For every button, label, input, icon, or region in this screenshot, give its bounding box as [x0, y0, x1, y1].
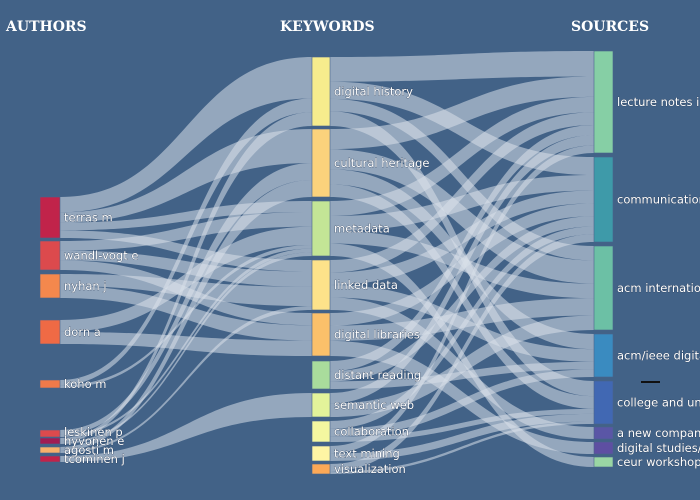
node-label-agosti: agosti m	[64, 443, 114, 457]
node-label-hyvonen: hyvonen e	[64, 434, 124, 448]
node-label-dorn: dorn a	[64, 325, 101, 339]
link-libraries-to-digstud[interactable]	[330, 340, 594, 454]
link-heritage-to-lecture[interactable]	[330, 76, 594, 150]
node-label-semantic: semantic web	[334, 398, 414, 412]
link-agosti-to-linked[interactable]	[60, 306, 312, 453]
node-newcomp[interactable]	[593, 426, 614, 440]
link-nyhan-to-libraries[interactable]	[60, 286, 312, 341]
node-label-nyhan: nyhan j	[64, 279, 107, 293]
link-distant-to-lecture[interactable]	[330, 124, 594, 372]
link-linked-to-comm[interactable]	[330, 190, 594, 285]
keywords-header: KEYWORDS	[280, 19, 375, 35]
link-collab-to-acmieee[interactable]	[330, 369, 594, 437]
link-hyvonen-to-history[interactable]	[60, 112, 312, 442]
link-semantic-to-acmint[interactable]	[330, 315, 594, 417]
link-textmining-to-college[interactable]	[330, 413, 594, 461]
link-collab-to-college[interactable]	[330, 408, 594, 442]
node-metadata[interactable]	[311, 200, 331, 257]
node-label-koho: koho m	[64, 377, 106, 391]
node-koho[interactable]	[39, 379, 61, 389]
node-label-newcomp: a new compan	[617, 426, 700, 440]
node-wandl[interactable]	[39, 240, 61, 271]
node-libraries[interactable]	[311, 312, 331, 357]
node-history[interactable]	[311, 56, 331, 127]
nodes-layer	[39, 50, 614, 475]
node-leskinen[interactable]	[39, 429, 61, 438]
link-linked-to-lecture[interactable]	[330, 112, 594, 273]
authors-header: AUTHORS	[5, 19, 87, 35]
sources-header: SOURCES	[571, 19, 649, 35]
node-lecture[interactable]	[593, 50, 614, 154]
link-viz-to-comm[interactable]	[330, 234, 594, 472]
node-acmieee[interactable]	[593, 333, 614, 378]
labels-layer: terras m wandl-vogt e nyhan j dorn a koho m l…	[64, 84, 700, 476]
link-terras-to-history[interactable]	[60, 57, 312, 213]
node-ceur[interactable]	[593, 456, 614, 468]
node-label-college: college and un	[617, 396, 700, 410]
link-nyhan-to-linked[interactable]	[60, 274, 312, 307]
node-digstud[interactable]	[593, 441, 614, 455]
node-label-textmining: text mining	[334, 447, 400, 461]
node-dorn[interactable]	[39, 319, 61, 345]
node-label-comm: communication	[617, 193, 700, 207]
node-heritage[interactable]	[311, 128, 331, 198]
node-label-tcominen: tcominen j	[64, 452, 125, 466]
link-koho-to-history[interactable]	[60, 98, 312, 386]
node-label-digstud: digital studies/	[617, 441, 700, 455]
link-agosti-to-heritage[interactable]	[60, 180, 312, 451]
node-college[interactable]	[593, 380, 614, 425]
link-history-to-lecture[interactable]	[330, 51, 594, 82]
node-label-collab: collaboration	[334, 425, 409, 439]
node-label-metadata: metadata	[334, 222, 390, 236]
node-hyvonen[interactable]	[39, 437, 61, 445]
link-textmining-to-lecture[interactable]	[330, 145, 594, 454]
node-label-acmieee: acm/ieee digita	[617, 349, 700, 363]
node-label-distant: distant reading	[334, 368, 421, 382]
node-comm[interactable]	[593, 156, 614, 243]
node-collab[interactable]	[311, 420, 331, 443]
node-agosti[interactable]	[39, 446, 61, 454]
node-tcominen[interactable]	[39, 455, 61, 463]
link-viz-to-college[interactable]	[330, 421, 594, 474]
node-label-terras: terras m	[64, 211, 113, 225]
link-semantic-to-lecture[interactable]	[330, 135, 594, 404]
node-nyhan[interactable]	[39, 273, 61, 299]
link-metadata-to-lecture[interactable]	[330, 96, 594, 216]
node-textmining[interactable]	[311, 445, 331, 462]
link-history-to-acmint[interactable]	[330, 98, 594, 261]
links-layer	[60, 51, 594, 474]
node-label-ceur: ceur workshop	[617, 455, 700, 469]
node-label-wandl: wandl-vogt e	[64, 249, 138, 263]
link-distant-to-acmieee[interactable]	[330, 361, 594, 389]
node-distant[interactable]	[311, 360, 331, 390]
node-label-linked: linked data	[334, 278, 398, 292]
node-viz[interactable]	[311, 463, 331, 475]
node-terras[interactable]	[39, 196, 61, 239]
node-label-lecture: lecture notes in	[617, 95, 700, 109]
link-hyvonen-to-metadata[interactable]	[60, 252, 312, 444]
link-leskinen-to-metadata[interactable]	[60, 248, 312, 437]
node-label-leskinen: leskinen p	[64, 425, 123, 439]
link-tcominen-to-semantic[interactable]	[60, 393, 312, 462]
link-metadata-to-comm[interactable]	[330, 175, 594, 231]
link-wandl-to-linked[interactable]	[60, 250, 312, 287]
node-label-acmint: acm internation	[617, 281, 700, 295]
link-libraries-to-acmint[interactable]	[330, 298, 594, 341]
link-leskinen-to-heritage[interactable]	[60, 163, 312, 435]
node-label-viz: visualization	[334, 462, 406, 476]
node-label-history: digital history	[334, 85, 413, 99]
link-collab-to-comm[interactable]	[330, 226, 594, 429]
node-acmint[interactable]	[593, 245, 614, 331]
node-semantic[interactable]	[311, 392, 331, 418]
node-linked[interactable]	[311, 259, 331, 311]
node-label-libraries: digital libraries	[334, 328, 420, 342]
node-label-heritage: cultural heritage	[334, 156, 429, 170]
